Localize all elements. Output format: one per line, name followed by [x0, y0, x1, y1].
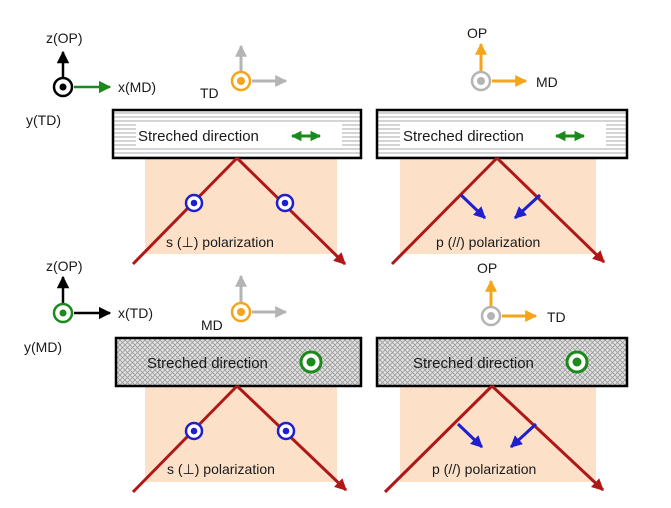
x-axis-label: x(TD) — [118, 305, 153, 321]
s-field-dot — [190, 199, 198, 207]
sample-orientation-inset: OP MD — [467, 25, 558, 92]
incident-beam — [131, 384, 239, 494]
polarization-label: s (⊥) polarization — [166, 234, 274, 250]
panel-bottom-left: z(OP) x(TD) y(MD) MD Streched direction … — [24, 258, 363, 494]
axes-triad: z(OP) x(TD) y(MD) — [24, 258, 153, 355]
medium-region — [400, 386, 596, 482]
axes-triad: z(OP) x(MD) y(TD) — [26, 30, 156, 128]
panel-top-right: OP MD Streched direction p (//) polariza… — [375, 25, 629, 266]
medium-region — [145, 158, 337, 254]
sample-orientation-inset: MD — [201, 274, 288, 333]
p-field-arrow — [509, 422, 538, 449]
stretched-direction-label: Streched direction — [413, 355, 534, 372]
y-axis-label: y(MD) — [24, 339, 62, 355]
medium-region — [145, 386, 337, 482]
y-axis-dot — [59, 309, 67, 317]
incident-beam — [390, 156, 499, 266]
incident-beam — [383, 384, 494, 494]
reflected-beam — [490, 384, 605, 492]
p-field-arrow — [459, 193, 487, 220]
stretched-direction-label: Streched direction — [138, 128, 259, 145]
inset-dot — [487, 312, 495, 320]
inset-dot — [237, 308, 245, 316]
z-axis-label: z(OP) — [46, 30, 83, 46]
inset-dot — [237, 77, 245, 85]
y-axis-label: y(TD) — [26, 112, 61, 128]
x-axis-label: x(MD) — [118, 79, 156, 95]
inset-up-label: OP — [477, 260, 497, 276]
inset-dot — [477, 77, 485, 85]
incident-beam — [131, 156, 239, 266]
polarization-label: p (//) polarization — [432, 461, 536, 477]
inset-label: TD — [200, 85, 219, 101]
s-field-dot — [282, 427, 290, 435]
stretched-direction-label: Streched direction — [403, 128, 524, 145]
y-axis-dot — [59, 83, 67, 91]
medium-region — [400, 158, 596, 254]
polarization-label: s (⊥) polarization — [167, 461, 275, 477]
box-label-backing — [400, 124, 606, 146]
inset-right-label: TD — [547, 309, 566, 325]
box-label-backing — [136, 124, 342, 146]
s-field-dot — [190, 427, 198, 435]
reflected-beam — [495, 156, 606, 264]
reflected-beam — [235, 156, 347, 266]
stretched-film-box — [114, 336, 363, 388]
inset-up-label: OP — [467, 25, 487, 41]
sample-orientation-inset: TD — [200, 44, 288, 101]
inset-label: MD — [201, 317, 223, 333]
p-field-arrow — [513, 193, 542, 220]
stretch-out-of-plane-dot — [572, 357, 582, 367]
panel-bottom-right: OP TD Streched direction p (//) polariza… — [375, 260, 629, 494]
stretched-direction-label: Streched direction — [147, 355, 268, 372]
panel-top-left: z(OP) x(MD) y(TD) TD Streched direction … — [26, 30, 363, 266]
stretch-out-of-plane-dot — [306, 357, 316, 367]
s-field-dot — [281, 199, 289, 207]
sample-orientation-inset: OP TD — [477, 260, 566, 327]
polarization-label: p (//) polarization — [436, 234, 540, 250]
inset-right-label: MD — [536, 74, 558, 90]
z-axis-label: z(OP) — [46, 258, 83, 274]
p-field-arrow — [456, 422, 484, 449]
